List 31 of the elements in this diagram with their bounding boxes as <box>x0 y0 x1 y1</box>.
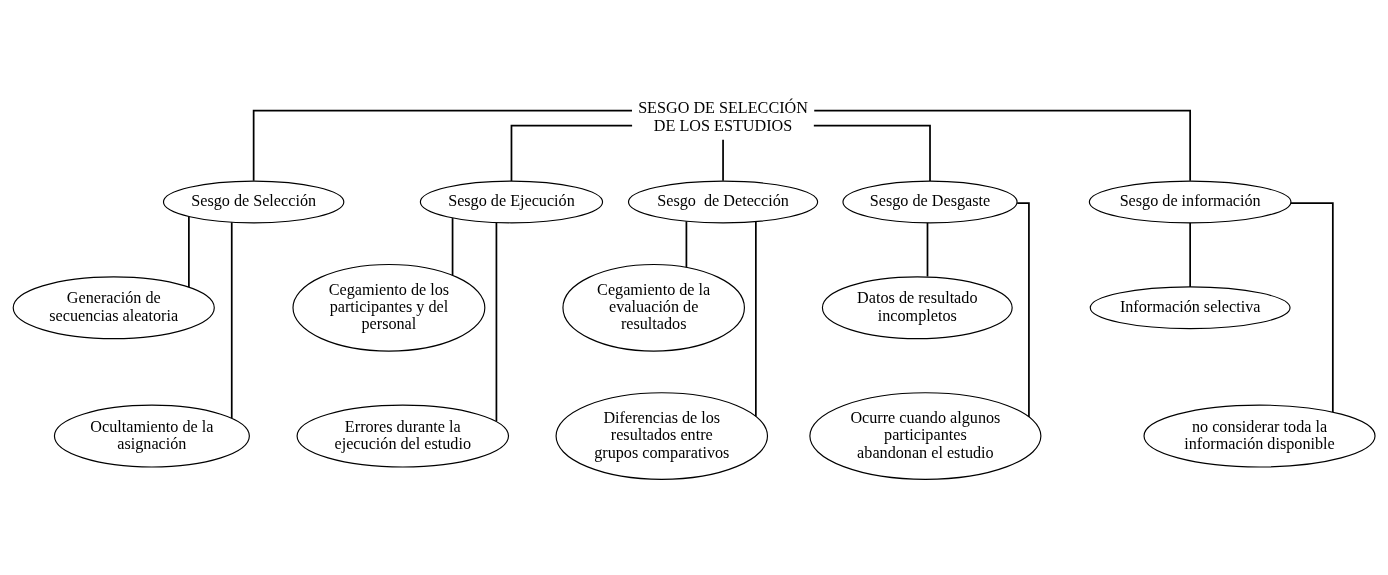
connector <box>926 222 929 278</box>
node-ellipse: Errores durante la ejecución del estudio <box>296 404 510 468</box>
connector <box>1189 222 1192 288</box>
connector <box>252 109 633 182</box>
node-text: SESGO DE SELECCIÓN DE LOS ESTUDIOS <box>638 99 808 134</box>
node-ellipse: Ocurre cuando algunos participantes abandonan el estudio <box>809 392 1042 480</box>
node-ellipse: Diferencias de los resultados entre grupos comparativos <box>555 392 769 480</box>
node-ellipse: Sesgo de Detección <box>627 180 819 224</box>
connector <box>188 215 190 288</box>
connector <box>230 221 233 420</box>
node-ellipse: Generación de secuencias aleatoria <box>12 276 215 340</box>
node-ellipse: Sesgo de Ejecución <box>419 180 604 224</box>
connector <box>1289 202 1334 413</box>
connector <box>813 109 1192 182</box>
connector <box>685 220 688 268</box>
node-ellipse: Ocultamiento de la asignación <box>53 404 250 468</box>
node-ellipse: Sesgo de Selección <box>162 180 345 224</box>
connector <box>495 221 498 423</box>
connector <box>1016 202 1030 418</box>
connector <box>754 220 757 418</box>
node-ellipse: Cegamiento de los participantes y del personal <box>292 263 486 352</box>
node-ellipse: no considerar toda la información disponible <box>1143 404 1376 468</box>
node-ellipse: Datos de resultado incompletos <box>821 276 1013 340</box>
node-ellipse: Cegamiento de la evaluación de resultados <box>562 263 745 352</box>
connector <box>722 138 724 182</box>
node-ellipse: Información selectiva <box>1089 286 1291 330</box>
node-ellipse: Sesgo de Desgaste <box>842 180 1018 224</box>
connector <box>812 124 931 182</box>
connector <box>451 217 454 277</box>
connector <box>510 124 633 182</box>
node-ellipse: Sesgo de información <box>1088 180 1292 224</box>
